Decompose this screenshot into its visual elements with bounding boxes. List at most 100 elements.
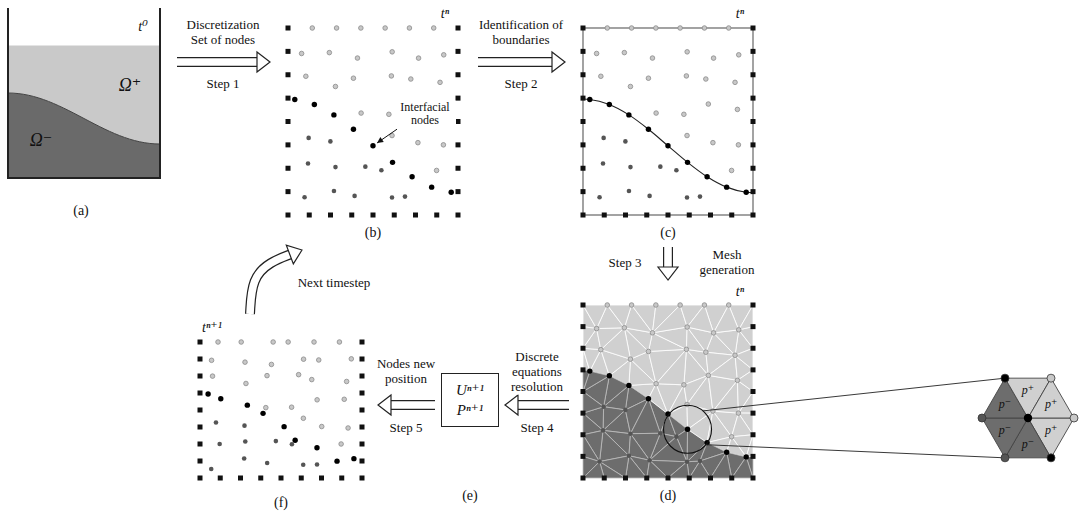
outer-node <box>299 51 304 56</box>
outer-node <box>736 411 741 416</box>
boundary-node <box>360 408 365 413</box>
moved-nodes <box>198 340 365 481</box>
inner-node <box>627 189 632 194</box>
inner-node <box>674 168 679 173</box>
boundary-node <box>751 213 756 218</box>
inner-node <box>685 459 690 464</box>
region-label: Ω⁻ <box>30 130 53 151</box>
inner-node <box>601 428 606 433</box>
outer-node <box>735 378 740 383</box>
outer-node <box>289 405 294 410</box>
outer-node <box>594 51 599 56</box>
inner-node <box>242 423 247 428</box>
outer-node <box>682 383 687 388</box>
interfacial-node <box>587 97 592 102</box>
mesh-figure <box>581 303 756 481</box>
outer-node <box>334 26 339 31</box>
outer-node <box>628 357 633 362</box>
boundary-node <box>456 166 461 171</box>
boundary-node <box>581 72 586 77</box>
mesh-triangle <box>597 328 625 350</box>
outer-node <box>654 111 659 116</box>
boundary-node <box>456 49 461 54</box>
boundary-node <box>581 189 586 194</box>
boundary-node <box>581 346 586 351</box>
boundary-node <box>581 142 586 147</box>
interfacial-node <box>665 143 670 148</box>
boundary-node <box>751 303 756 308</box>
boundary-node <box>413 213 418 218</box>
boundary-node <box>729 476 734 481</box>
outer-node <box>431 26 436 31</box>
outer-node <box>209 358 214 363</box>
inner-node <box>601 136 606 141</box>
leader-arrow <box>377 129 397 143</box>
boundary-node <box>581 324 586 329</box>
inner-node <box>363 164 368 169</box>
outer-node <box>654 26 659 31</box>
boundary-node <box>687 476 692 481</box>
arrow-head <box>286 245 302 264</box>
boundary-node <box>602 213 607 218</box>
outer-node <box>316 358 321 363</box>
boundary-node <box>198 459 203 464</box>
mesh-triangle <box>689 461 710 478</box>
outer-node <box>702 26 707 31</box>
interfacial-node <box>429 184 434 189</box>
outer-node <box>342 397 347 402</box>
boundary-node <box>751 432 756 437</box>
outer-node <box>355 56 360 61</box>
boundary-node <box>434 213 439 218</box>
inner-node <box>628 165 633 170</box>
outer-node <box>239 340 244 345</box>
cell-center <box>1024 414 1032 422</box>
time-label: tⁿ⁺¹ <box>202 320 222 336</box>
interfacial-node <box>281 424 286 429</box>
boundary-node <box>360 357 365 362</box>
outer-node <box>704 350 709 355</box>
tank-figure <box>8 8 160 178</box>
mesh-triangle <box>583 392 604 414</box>
boundary-node <box>360 476 365 481</box>
mesh-triangle <box>650 437 687 462</box>
interfacial-node <box>685 427 690 432</box>
interfacial-node <box>292 438 297 443</box>
interfacial-node <box>724 184 729 189</box>
inner-node <box>403 194 408 199</box>
outer-node <box>733 353 738 358</box>
step-arrow <box>250 245 302 314</box>
arrow-shaft <box>517 401 569 409</box>
boundary-node <box>751 119 756 124</box>
panel-caption: (a) <box>73 203 89 219</box>
boundary-node <box>456 213 461 218</box>
outer-node <box>678 26 683 31</box>
boundary-node <box>666 476 671 481</box>
inner-node <box>601 404 606 409</box>
boundary-node <box>581 454 586 459</box>
boundary-node <box>286 72 291 77</box>
cell-vertex <box>1001 454 1009 462</box>
boundary-node <box>751 411 756 416</box>
mesh-triangle <box>714 330 739 355</box>
step-arrow <box>378 395 435 415</box>
time-label: tⁿ <box>736 6 744 22</box>
outer-node <box>684 347 689 352</box>
boundary-node <box>360 442 365 447</box>
tank-wall <box>8 8 160 178</box>
boundary-node <box>581 49 586 54</box>
boundary-node <box>751 346 756 351</box>
boundary-node <box>218 476 223 481</box>
step-arrow <box>478 52 565 72</box>
interfacial-node <box>744 454 749 459</box>
boundary-node <box>286 96 291 101</box>
mesh-triangle <box>630 399 660 434</box>
interfacial-node <box>245 402 250 407</box>
arrow-shaft-outline <box>390 400 435 410</box>
boundary-node <box>286 119 291 124</box>
arrow-head <box>658 267 678 280</box>
pressure-label: p⁻ <box>999 398 1011 412</box>
outer-node <box>682 112 687 117</box>
arrow-shaft-outline <box>250 254 291 314</box>
boundary-node <box>623 476 628 481</box>
arrow-shaft <box>250 254 291 314</box>
